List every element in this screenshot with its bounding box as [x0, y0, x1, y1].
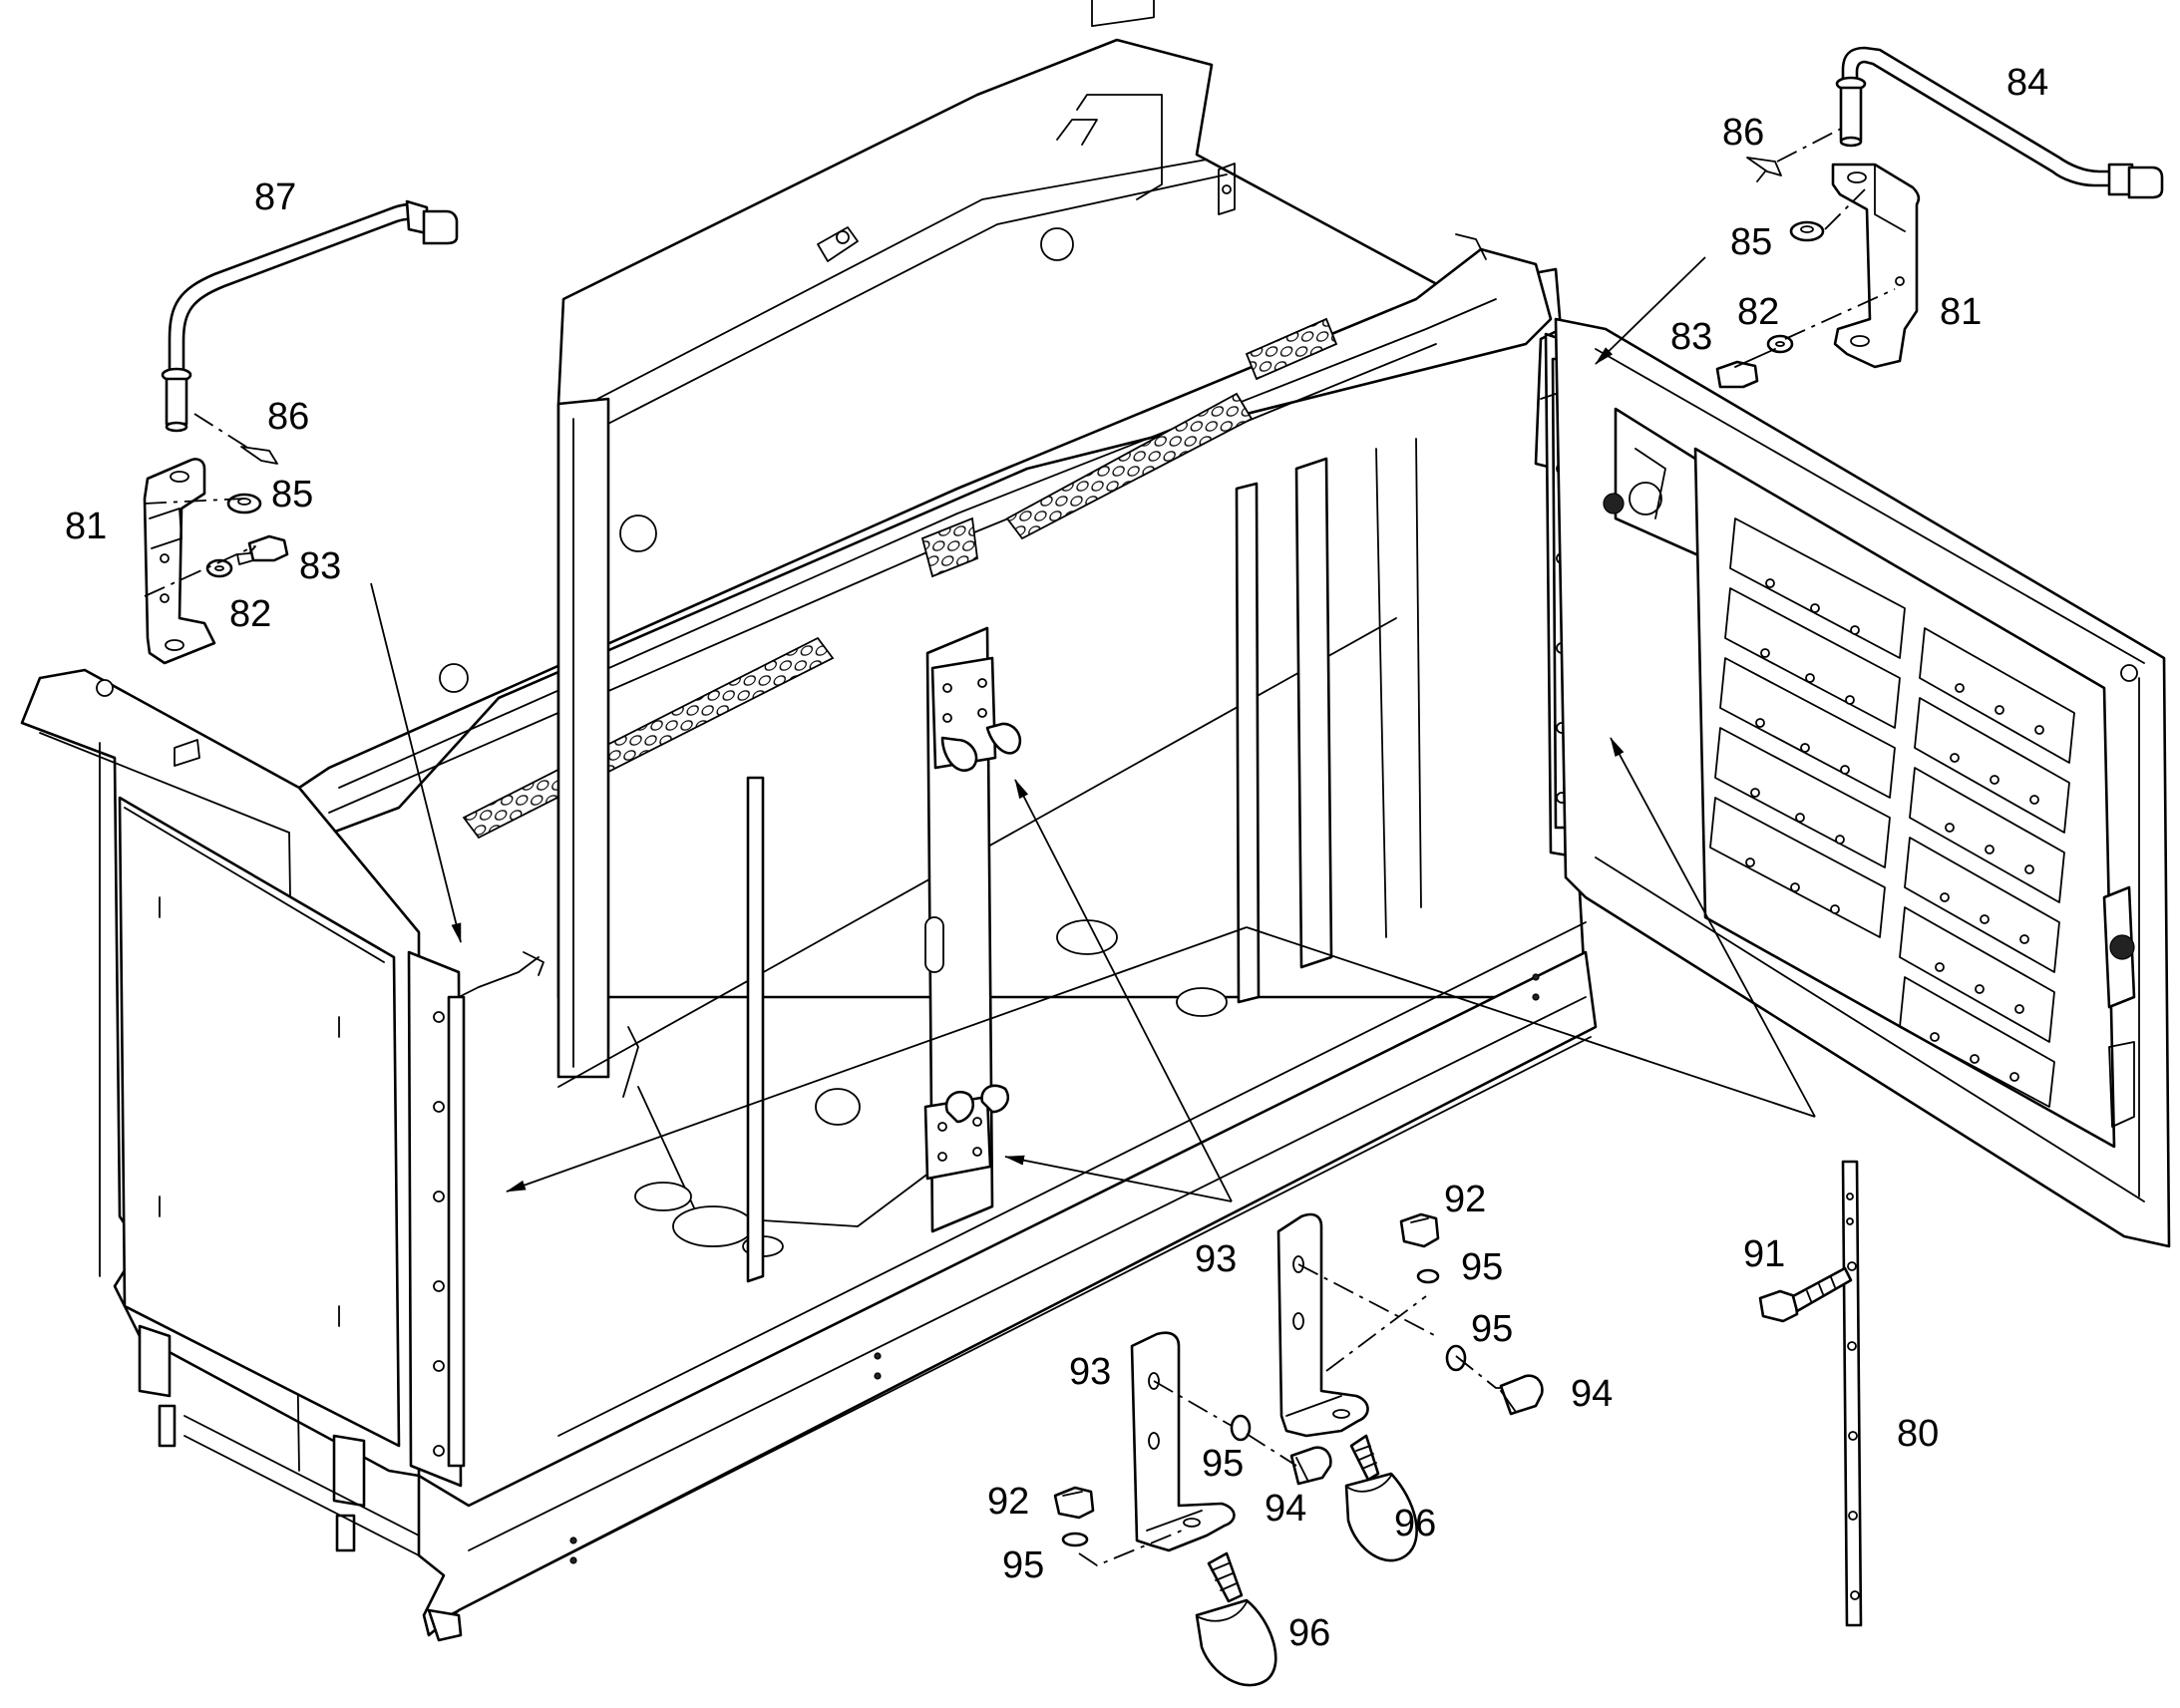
callout-84: 84: [2006, 62, 2048, 104]
bolt-91: [1758, 1266, 1853, 1323]
nut-92-lower: [1053, 1486, 1095, 1520]
nut-92: [1399, 1212, 1440, 1248]
callout-87: 87: [254, 176, 296, 218]
callout-81: 81: [65, 506, 107, 547]
callout-93-b: 93: [1069, 1351, 1111, 1393]
enclosure-frame: [20, 0, 1627, 1642]
callout-94: 94: [1571, 1373, 1613, 1415]
callout-95-b: 95: [1471, 1308, 1513, 1350]
callout-94-b: 94: [1265, 1488, 1306, 1530]
callout-80: 80: [1897, 1413, 1939, 1455]
lift-rod-87: [168, 202, 426, 393]
hinge-bracket-81: [143, 458, 216, 665]
callout-95-d: 95: [1002, 1544, 1044, 1586]
callout-86-right: 86: [1722, 112, 1764, 154]
screw-94-lower: [1289, 1446, 1332, 1486]
right-hinge-assembly: [1715, 46, 2164, 389]
door-stop-upper: [1276, 1212, 1544, 1562]
cotter-pin-86: [240, 446, 278, 465]
callout-92: 92: [1444, 1179, 1486, 1220]
callout-96-b: 96: [1288, 1612, 1330, 1654]
callout-82-right: 82: [1737, 291, 1779, 333]
cotter-pin-86-right: [1746, 157, 1782, 176]
louver-bolts: [1745, 578, 2044, 1082]
hinge-bracket-81-right: [1831, 163, 1921, 369]
callout-91: 91: [1743, 1233, 1785, 1275]
callout-labels: 87 86 85 81 83 82 84 86 85 82 83 81 92 9…: [65, 62, 2048, 1654]
bolt-83: [247, 534, 289, 562]
callout-85: 85: [271, 474, 313, 515]
bolt-83-right: [1715, 360, 1759, 389]
callout-81-right: 81: [1940, 291, 1982, 333]
callout-83-right: 83: [1670, 316, 1712, 358]
callout-96: 96: [1394, 1503, 1436, 1544]
right-door: [1554, 317, 2171, 1248]
callout-92-b: 92: [987, 1481, 1029, 1523]
leader-arrows: [370, 256, 1816, 1202]
callout-85-right: 85: [1730, 221, 1772, 263]
lift-rod-84: [1841, 46, 2121, 187]
hinge-strip-80: [1841, 1160, 1863, 1627]
callout-83: 83: [299, 545, 341, 587]
door-stop-lower: [1053, 1331, 1332, 1687]
callout-95-c: 95: [1202, 1443, 1244, 1485]
screw-94: [1499, 1374, 1544, 1416]
callout-86: 86: [267, 396, 309, 438]
callout-82: 82: [229, 593, 271, 635]
left-hinge-assembly: [143, 199, 459, 665]
callout-95: 95: [1461, 1246, 1503, 1288]
callout-93: 93: [1195, 1238, 1237, 1280]
